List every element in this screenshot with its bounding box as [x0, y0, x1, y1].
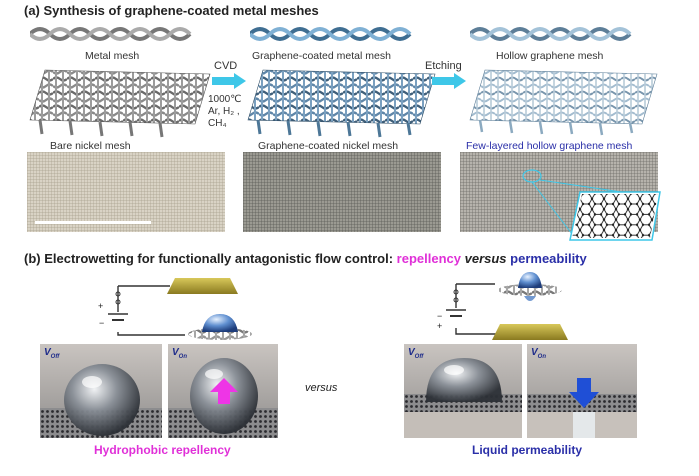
permeability-photo-off	[404, 344, 522, 438]
graphene-coated-label: Graphene-coated metal mesh	[252, 50, 391, 62]
panel-b-title-repellency: repellency	[396, 251, 461, 266]
panel-a-title: (a) Synthesis of graphene-coated metal m…	[24, 3, 319, 18]
hollow-wire-strand	[470, 27, 632, 41]
zoom-line-bottom	[531, 181, 573, 235]
panel-b-title-prefix: (b) Electrowetting for functionally anta…	[24, 251, 397, 266]
coated-nickel-label: Graphene-coated nickel mesh	[258, 140, 399, 152]
permeability-photo-on	[527, 344, 637, 438]
few-layered-label: Few-layered hollow graphene mesh	[466, 140, 633, 152]
v-off-label-left: VOff	[44, 347, 60, 360]
metal-mesh-label: Metal mesh	[85, 50, 140, 62]
cvd-label: CVD	[214, 60, 238, 72]
bare-nickel-label: Bare nickel mesh	[50, 140, 131, 152]
minus-sign: −	[99, 318, 105, 328]
minus-sign-right: −	[437, 311, 443, 321]
cvd-methane: CH₄	[208, 118, 227, 129]
hollow-label: Hollow graphene mesh	[496, 50, 604, 62]
v-on-label-left: VOn	[172, 347, 188, 360]
hollow-mesh-render	[469, 69, 658, 136]
panel-b-title: (b) Electrowetting for functionally anta…	[24, 251, 587, 266]
coated-wire-strand	[250, 27, 412, 41]
coated-nickel-micrograph	[243, 152, 441, 232]
bottom-electrode	[492, 324, 568, 340]
coated-mesh-render	[247, 69, 436, 138]
etching-arrow-icon	[432, 73, 466, 89]
water-droplet	[202, 314, 238, 332]
hydrophobic-repellency-caption: Hydrophobic repellency	[94, 443, 231, 457]
permeability-circuit-diagram	[446, 272, 568, 340]
graphene-lattice-icon	[572, 194, 658, 238]
v-off-label-right: VOff	[408, 347, 424, 360]
metal-mesh-render	[29, 69, 211, 138]
bare-nickel-micrograph	[27, 152, 225, 232]
metal-wire-strand	[30, 27, 192, 41]
cvd-gases: Ar, H₂ ,	[208, 106, 240, 117]
etching-label: Etching	[425, 60, 462, 72]
cvd-arrow-icon	[212, 73, 246, 89]
versus-label: versus	[305, 382, 338, 394]
panel-b-title-permeability: permeability	[510, 251, 587, 266]
scale-bar	[35, 221, 151, 224]
cvd-temperature: 1000℃	[208, 94, 242, 105]
plus-sign: +	[98, 301, 104, 311]
panel-b-title-versus: versus	[461, 251, 511, 266]
down-arrow-icon	[569, 378, 599, 408]
up-arrow-icon	[210, 378, 238, 404]
plus-sign-right: +	[437, 321, 443, 331]
v-on-label-right: VOn	[531, 347, 547, 360]
repellency-circuit-diagram	[108, 278, 252, 340]
hollow-graphene-micrograph	[460, 152, 661, 241]
water-droplet-permeating	[518, 272, 542, 288]
top-electrode	[167, 278, 238, 294]
repellency-photo-on	[168, 344, 278, 438]
repellency-photo-off	[40, 344, 162, 438]
liquid-permeability-caption: Liquid permeability	[472, 443, 583, 457]
cvd-conditions: 1000℃ Ar, H₂ , CH₄	[208, 94, 241, 130]
